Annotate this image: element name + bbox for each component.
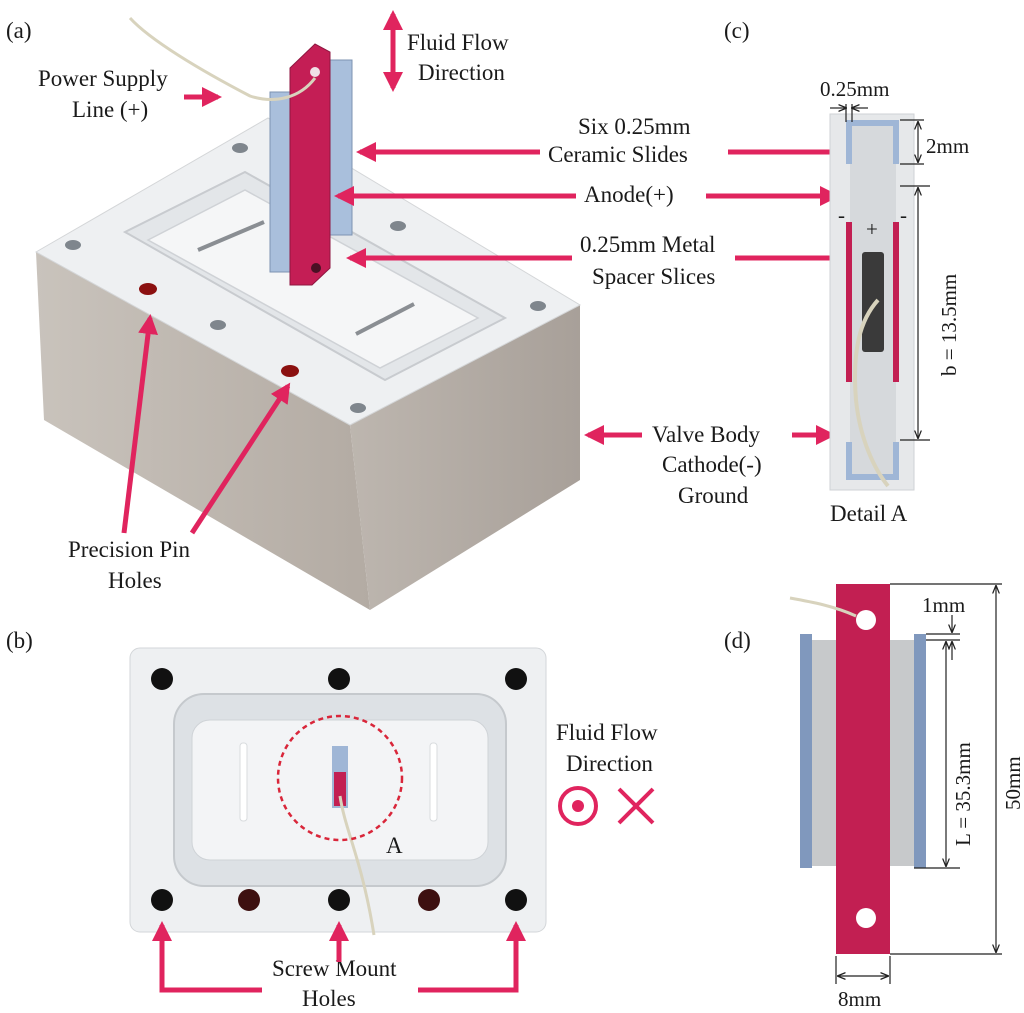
fluid-flow-b-line1: Fluid Flow [556, 720, 658, 745]
detail-minus-left: - [838, 203, 845, 227]
flow-out-of-page-icon [558, 786, 598, 826]
flow-slot-right-b [429, 742, 438, 822]
pin-hole-2 [281, 365, 299, 377]
wire-top-view [338, 795, 376, 936]
dimension-lines-d [835, 583, 1002, 984]
pin-hole-arrow-2 [189, 382, 291, 535]
flow-slot-left [197, 220, 265, 252]
fluid-flow-b-line2: Direction [566, 751, 653, 776]
pin-holes-label-line2: Holes [108, 568, 162, 593]
panel-a: (a) Fl [6, 10, 850, 610]
detail-wire [852, 298, 890, 488]
pin-hole-arrow-1 [121, 314, 159, 534]
dim-d-L: L = 35.3mm [951, 742, 975, 846]
dimension-lines-c [830, 104, 930, 441]
ceramic-slides-label-line1: Six 0.25mm [578, 114, 691, 139]
power-supply-wire [128, 16, 317, 101]
detail-slide-bottom-right [893, 442, 899, 480]
dim-c-height: 2mm [926, 134, 969, 158]
detail-spacer-left [846, 222, 852, 382]
side-slide-left [800, 634, 812, 868]
detail-slide-bottom-bar [846, 474, 899, 480]
anode-hole-top-d [856, 610, 876, 630]
spacer-right [890, 640, 914, 866]
valve-body-side-face [350, 305, 580, 610]
panel-b-label: (b) [6, 628, 33, 653]
panel-c-label: (c) [724, 18, 750, 43]
spacer-left [812, 640, 836, 866]
valve-body-front-face [36, 252, 370, 610]
panel-c: (c) + - - Detail A 0.25mm 2mm b = 13.5mm [724, 18, 969, 526]
panel-b: (b) A Fluid Flow Direction Scre [6, 628, 658, 1011]
pin-hole-b-2 [418, 889, 440, 911]
screw-arrow-left [152, 921, 262, 993]
ceramic-slide-left [269, 91, 291, 273]
fluid-flow-label-line1: Fluid Flow [407, 30, 509, 55]
detail-minus-right: - [900, 203, 907, 227]
ceramic-slide-right [329, 59, 353, 236]
detail-a-circle [276, 714, 404, 842]
ceramic-slides-label-line2: Ceramic Slides [548, 142, 688, 167]
panel-a-label: (a) [6, 18, 32, 43]
detail-plus-sign: + [866, 217, 878, 241]
pin-hole-b-1 [238, 889, 260, 911]
anode-plate [289, 43, 331, 286]
anode-label: Anode(+) [584, 182, 674, 207]
detail-slide-top-right [893, 120, 899, 164]
dim-d-1mm: 1mm [922, 593, 965, 617]
detail-slide-top-left [846, 120, 852, 164]
wire-d [789, 596, 857, 618]
flow-into-page-icon [617, 787, 655, 825]
detail-anode [862, 252, 884, 352]
screw-holes-label-line2: Holes [302, 986, 356, 1011]
power-supply-label-line1: Power Supply [38, 66, 168, 91]
detail-slide-bottom-left [846, 442, 852, 480]
anode-hole-top [310, 67, 320, 77]
arrows-a [121, 10, 850, 535]
valve-body-label-line3: Ground [678, 483, 749, 508]
anode-top-view [334, 772, 346, 806]
panel-d-label: (d) [724, 628, 751, 653]
dim-d-8: 8mm [838, 987, 881, 1011]
screw-holes-b [151, 668, 527, 911]
anode-hole-bottom [311, 263, 321, 273]
detail-a-caption: Detail A [830, 501, 908, 526]
valve-body-label-line2: Cathode(-) [662, 452, 762, 477]
detail-slide-top-bar [846, 120, 899, 126]
detail-a-marker: A [386, 833, 403, 858]
screw-holes-a [65, 143, 546, 413]
pin-holes-label-line1: Precision Pin [68, 537, 191, 562]
pin-hole-1 [139, 283, 157, 295]
anode-plate-side [836, 584, 890, 954]
panel-d: (d) 1mm L = 35.3mm 50mm 8mm [724, 583, 1024, 1011]
flow-slot-right [355, 302, 415, 336]
valve-body-label-line1: Valve Body [652, 422, 760, 447]
flow-slot-left-b [239, 742, 248, 822]
screw-arrow-right [418, 921, 526, 993]
screw-holes-label-line1: Screw Mount [272, 956, 397, 981]
detail-spacer-right [893, 222, 899, 382]
spacer-label-line2: Spacer Slices [592, 264, 715, 289]
side-slide-right [914, 634, 926, 868]
dim-c-b: b = 13.5mm [937, 274, 961, 376]
spacer-label-line1: 0.25mm Metal [580, 232, 715, 257]
arrows-b [152, 921, 526, 993]
anode-hole-bottom-d [856, 908, 876, 928]
dim-c-width: 0.25mm [820, 77, 889, 101]
dim-d-50: 50mm [1001, 756, 1024, 810]
fluid-flow-label-line2: Direction [418, 60, 505, 85]
flow-out-of-page-dot [572, 800, 584, 812]
power-supply-label-line2: Line (+) [72, 97, 148, 122]
